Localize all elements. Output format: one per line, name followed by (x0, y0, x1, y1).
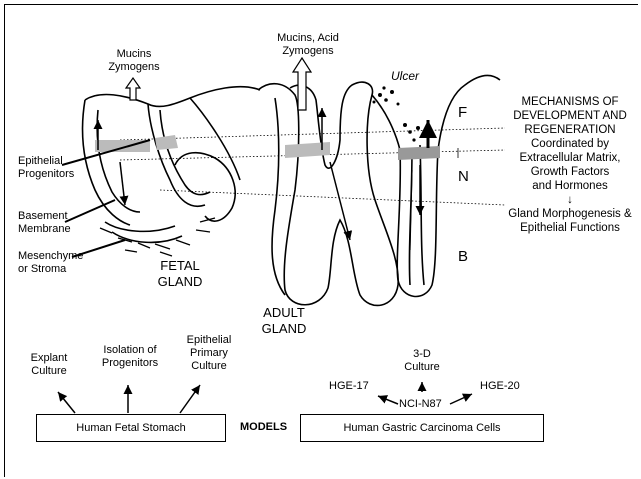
mechanisms-line-1: MECHANISMS OF (500, 95, 640, 109)
mechanisms-line-2: DEVELOPMENT AND (500, 109, 640, 123)
primary-culture-label: Epithelial Primary Culture (180, 334, 238, 373)
three-d-culture-label: 3-D Culture (402, 348, 442, 374)
primary-line-1: Epithelial (180, 334, 238, 347)
adult-secretion-label: Mucins, Acid Zymogens (268, 32, 348, 58)
adult-gland-label: ADULT GLAND (254, 305, 314, 337)
zone-f-label: F (458, 104, 467, 122)
mechanisms-line-8: Gland Morphogenesis & (500, 207, 640, 221)
three-d-line-2: Culture (402, 361, 442, 374)
mechanisms-arrow: ↓ (500, 193, 640, 207)
progenitors-line-2: Progenitors (18, 168, 74, 181)
three-d-line-1: 3-D (402, 348, 442, 361)
fetal-gland-line-2: GLAND (150, 274, 210, 290)
mesenchyme-label: Mesenchyme or Stroma (18, 250, 83, 276)
isolation-line-2: Progenitors (96, 357, 164, 370)
zone-n-label: N (458, 168, 469, 186)
progenitors-line-1: Epithelial (18, 155, 74, 168)
label-pointers (62, 140, 150, 257)
adult-gland-line-2: GLAND (254, 321, 314, 337)
primary-line-3: Culture (180, 360, 238, 373)
mechanisms-text: MECHANISMS OF DEVELOPMENT AND REGENERATI… (500, 95, 640, 235)
explant-line-2: Culture (27, 365, 71, 378)
fetal-gland-label: FETAL GLAND (150, 258, 210, 290)
fetal-secretion-label: Mucins Zymogens (108, 48, 160, 74)
mechanisms-line-4: Coordinated by (500, 137, 640, 151)
adult-secretion-line-1: Mucins, Acid (268, 32, 348, 45)
mesenchyme-line-2: or Stroma (18, 263, 83, 276)
hge17-label: HGE-17 (329, 380, 369, 393)
mechanisms-line-7: and Hormones (500, 179, 640, 193)
adult-secretion-line-2: Zymogens (268, 45, 348, 58)
basement-line-1: Basement (18, 210, 71, 223)
epithelial-progenitors-label: Epithelial Progenitors (18, 155, 74, 181)
explant-line-1: Explant (27, 352, 71, 365)
mechanisms-line-6: Growth Factors (500, 165, 640, 179)
ulcer-gland-outline (372, 75, 500, 296)
hge20-label: HGE-20 (480, 380, 520, 393)
isolation-label: Isolation of Progenitors (96, 344, 164, 370)
fetal-secretion-line-2: Zymogens (108, 61, 160, 74)
human-fetal-stomach-box: Human Fetal Stomach (36, 414, 226, 442)
basement-membrane-label: Basement Membrane (18, 210, 71, 236)
secretion-arrow-adult (293, 58, 311, 110)
adult-gland-line-1: ADULT (254, 305, 314, 321)
mechanisms-line-9: Epithelial Functions (500, 221, 640, 235)
explant-culture-label: Explant Culture (27, 352, 71, 378)
human-gastric-carcinoma-box: Human Gastric Carcinoma Cells (300, 414, 544, 442)
fetal-gland-outline (82, 87, 260, 243)
ulcer-label: Ulcer (391, 70, 419, 83)
mechanisms-line-5: Extracellular Matrix, (500, 151, 640, 165)
zone-b-label: B (458, 248, 468, 266)
ulcer-progenitor-band (398, 146, 440, 160)
mesenchyme-line-1: Mesenchyme (18, 250, 83, 263)
primary-line-2: Primary (180, 347, 238, 360)
models-label: MODELS (240, 421, 287, 434)
ncin87-label: NCI-N87 (399, 398, 442, 411)
ulcer-debris (373, 86, 432, 141)
adult-gland-outline (258, 82, 398, 305)
isolation-line-1: Isolation of (96, 344, 164, 357)
fetal-secretion-line-1: Mucins (108, 48, 160, 61)
basement-line-2: Membrane (18, 223, 71, 236)
fetal-mesenchyme (100, 218, 215, 256)
fetal-gland-line-1: FETAL (150, 258, 210, 274)
mechanisms-line-3: REGENERATION (500, 123, 640, 137)
